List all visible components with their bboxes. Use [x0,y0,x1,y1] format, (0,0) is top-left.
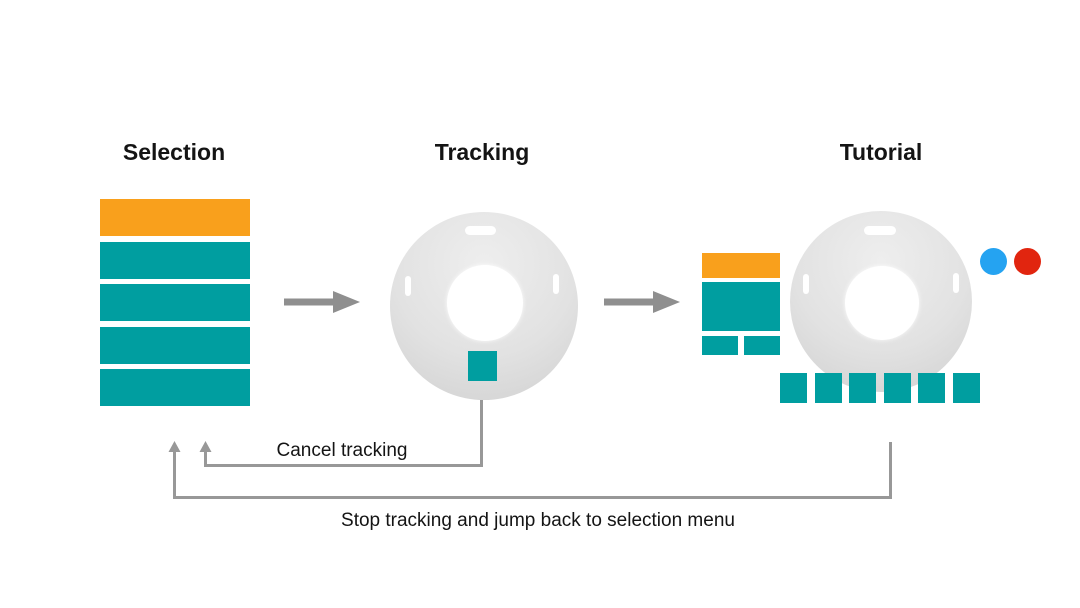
flow-arrow-icon [604,291,680,313]
red-status-dot-icon [1014,248,1041,275]
tutorial-panel-button [702,336,738,355]
cancel-tracking-label: Cancel tracking [276,440,408,461]
flow-arrow-icon [284,291,360,313]
tutorial-step-thumb [883,373,911,403]
menu-item-selected [100,199,250,236]
blue-status-dot-icon [980,248,1007,275]
tutorial-step-thumb [849,373,876,403]
scanner-side-slot-icon [405,276,411,296]
scanner-handle-slot-icon [864,226,896,235]
stage-title-tracking: Tracking [434,139,530,165]
tracking-target-square [468,351,497,381]
scanner-handle-slot-icon [465,226,496,235]
menu-item [100,326,250,364]
tutorial-panel-header [702,253,780,278]
stage-title-selection: Selection [122,139,226,165]
menu-item [100,284,250,321]
selection-menu-mockup [100,199,250,406]
scanner-bore-icon [447,265,523,341]
stop-tracking-label: Stop tracking and jump back to selection… [341,510,735,531]
tutorial-step-strip [780,373,980,403]
tutorial-step-thumb [780,373,807,403]
menu-item [100,369,250,406]
stage-title-tutorial: Tutorial [839,139,923,165]
tutorial-panel-button [744,336,780,355]
scanner-side-slot-icon [553,274,559,294]
tutorial-panel-body [702,282,780,331]
tutorial-step-thumb [814,373,842,403]
scanner-side-slot-icon [953,273,959,293]
scanner-bore-icon [845,266,919,340]
scanner-side-slot-icon [803,274,809,294]
tutorial-step-thumb [918,373,945,403]
tutorial-step-thumb [952,373,980,403]
menu-item [100,241,250,279]
